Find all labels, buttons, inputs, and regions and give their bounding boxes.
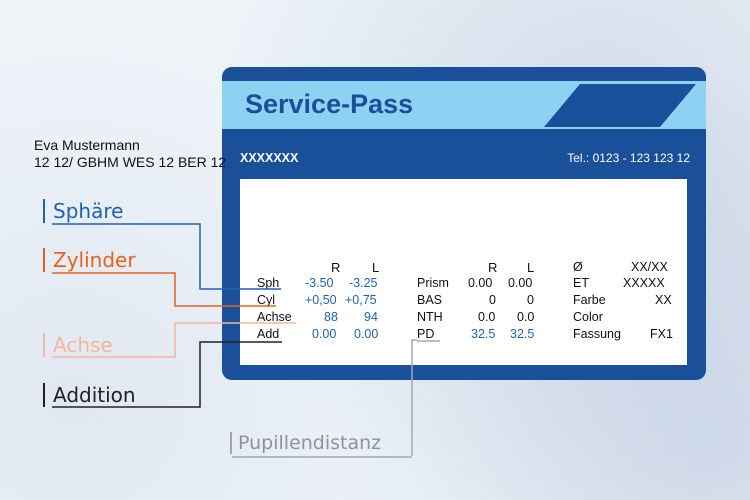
card-id: XXXXXXX [240, 151, 299, 165]
card-body [240, 179, 687, 365]
achse-l-value: 94 [364, 310, 378, 324]
nth-r-value: 0.0 [478, 310, 496, 324]
fassung-value: FX1 [650, 327, 673, 341]
cyl-r-value: +0,50 [305, 293, 337, 307]
label-cyl: Cyl [257, 293, 276, 307]
bas-l-value: 0 [527, 293, 534, 307]
customer-name: Eva Mustermann [34, 137, 140, 153]
et-value: XXXXX [623, 276, 665, 290]
prism-l-value: 0.00 [508, 276, 533, 290]
label-achse: Achse [257, 310, 292, 324]
nth-l-value: 0.0 [517, 310, 535, 324]
left-col-r-header: R [331, 260, 341, 275]
service-pass-card: Service-Pass XXXXXXX Tel.: 0123 - 123 12… [222, 67, 706, 380]
label-sph: Sph [257, 276, 280, 290]
callout-sphaere: Sphäre [43, 199, 123, 223]
label-add: Add [257, 327, 280, 341]
label-bas: BAS [417, 293, 443, 307]
card-title: Service-Pass [245, 89, 414, 119]
callout-zylinder: Zylinder [43, 248, 136, 272]
add-l-value: 0.00 [354, 327, 379, 341]
label-nth: NTH [417, 310, 443, 324]
customer-code: 12 12/ GBHM WES 12 BER 12 [34, 154, 227, 170]
mid-col-l-header: L [527, 260, 535, 275]
pd-r-value: 32.5 [471, 327, 496, 341]
label-farbe: Farbe [573, 293, 606, 307]
achse-r-value: 88 [324, 310, 338, 324]
pd-l-value: 32.5 [510, 327, 535, 341]
left-col-l-header: L [372, 260, 380, 275]
cyl-l-value: +0,75 [345, 293, 377, 307]
mid-col-r-header: R [488, 260, 498, 275]
logo-parallelogram-icon [544, 84, 696, 127]
diameter-value: XX/XX [631, 260, 668, 274]
farbe-value: XX [655, 293, 672, 307]
label-prism: Prism [417, 276, 449, 290]
card-telephone: Tel.: 0123 - 123 123 12 [567, 151, 690, 165]
callout-pupillendistanz: Pupillendistanz [230, 432, 381, 454]
sph-l-value: -3.25 [349, 276, 378, 290]
callout-achse: Achse [43, 333, 113, 357]
bas-r-value: 0 [489, 293, 496, 307]
label-color: Color [573, 310, 603, 324]
label-diameter: Ø [573, 260, 583, 274]
sph-r-value: -3.50 [305, 276, 334, 290]
label-fassung: Fassung [573, 327, 621, 341]
add-r-value: 0.00 [312, 327, 337, 341]
prism-r-value: 0.00 [468, 276, 493, 290]
callout-addition: Addition [43, 383, 136, 407]
label-pd: PD [417, 327, 435, 341]
label-et: ET [573, 276, 589, 290]
